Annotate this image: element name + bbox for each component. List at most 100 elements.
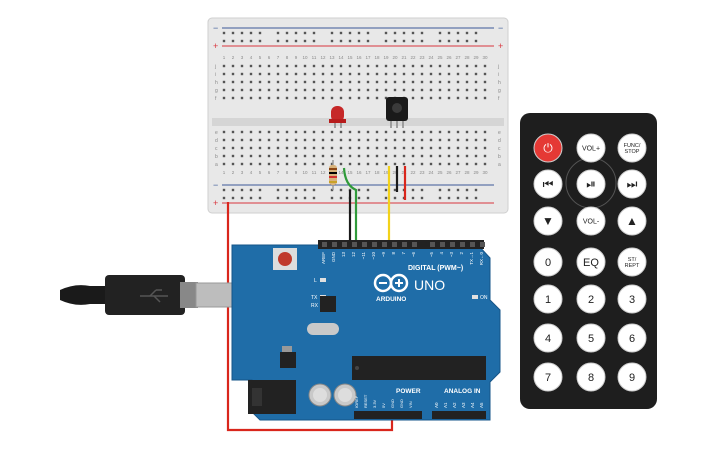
header-pin[interactable] [382, 242, 387, 247]
breadboard-hole[interactable] [294, 130, 298, 134]
breadboard-hole[interactable] [348, 146, 352, 150]
rail-hole[interactable] [420, 196, 424, 200]
breadboard-hole[interactable] [312, 96, 316, 100]
breadboard-hole[interactable] [411, 96, 415, 100]
breadboard-hole[interactable] [465, 146, 469, 150]
breadboard-hole[interactable] [294, 154, 298, 158]
breadboard-hole[interactable] [456, 72, 460, 76]
breadboard-hole[interactable] [285, 96, 289, 100]
breadboard-hole[interactable] [276, 162, 280, 166]
breadboard-hole[interactable] [285, 88, 289, 92]
breadboard-hole[interactable] [465, 154, 469, 158]
breadboard-hole[interactable] [438, 138, 442, 142]
header-pin[interactable] [322, 242, 327, 247]
breadboard-hole[interactable] [321, 64, 325, 68]
breadboard-hole[interactable] [420, 96, 424, 100]
rail-hole[interactable] [384, 31, 388, 35]
rail-hole[interactable] [357, 188, 361, 192]
breadboard-hole[interactable] [447, 154, 451, 158]
rail-hole[interactable] [384, 188, 388, 192]
breadboard-hole[interactable] [465, 72, 469, 76]
breadboard-hole[interactable] [240, 72, 244, 76]
breadboard-hole[interactable] [312, 64, 316, 68]
resistor[interactable] [329, 160, 337, 190]
rail-hole[interactable] [222, 39, 226, 43]
breadboard-hole[interactable] [357, 88, 361, 92]
breadboard-hole[interactable] [447, 146, 451, 150]
breadboard-hole[interactable] [258, 80, 262, 84]
breadboard-hole[interactable] [429, 130, 433, 134]
breadboard-hole[interactable] [231, 96, 235, 100]
breadboard-hole[interactable] [366, 138, 370, 142]
breadboard-hole[interactable] [231, 80, 235, 84]
breadboard-hole[interactable] [420, 130, 424, 134]
breadboard-hole[interactable] [474, 96, 478, 100]
rail-hole[interactable] [384, 39, 388, 43]
down-button[interactable]: ▼ [533, 206, 563, 236]
breadboard-hole[interactable] [339, 72, 343, 76]
header-pin[interactable] [480, 242, 485, 247]
rail-hole[interactable] [276, 31, 280, 35]
breadboard-hole[interactable] [402, 88, 406, 92]
rail-hole[interactable] [393, 188, 397, 192]
rail-hole[interactable] [303, 196, 307, 200]
rail-hole[interactable] [357, 31, 361, 35]
breadboard-hole[interactable] [411, 130, 415, 134]
rail-hole[interactable] [249, 39, 253, 43]
breadboard-hole[interactable] [384, 146, 388, 150]
rail-hole[interactable] [456, 39, 460, 43]
breadboard-hole[interactable] [258, 138, 262, 142]
breadboard-hole[interactable] [465, 96, 469, 100]
header-pin[interactable] [440, 242, 445, 247]
breadboard-hole[interactable] [375, 88, 379, 92]
breadboard-hole[interactable] [303, 80, 307, 84]
rail-hole[interactable] [411, 196, 415, 200]
breadboard-hole[interactable] [384, 80, 388, 84]
rail-hole[interactable] [474, 39, 478, 43]
breadboard-hole[interactable] [294, 146, 298, 150]
breadboard-hole[interactable] [375, 96, 379, 100]
breadboard-hole[interactable] [447, 64, 451, 68]
breadboard-hole[interactable] [258, 64, 262, 68]
breadboard-hole[interactable] [357, 72, 361, 76]
breadboard-hole[interactable] [222, 88, 226, 92]
breadboard-hole[interactable] [411, 88, 415, 92]
breadboard-hole[interactable] [474, 88, 478, 92]
breadboard-hole[interactable] [348, 130, 352, 134]
breadboard-hole[interactable] [384, 154, 388, 158]
rail-hole[interactable] [474, 31, 478, 35]
breadboard-hole[interactable] [276, 146, 280, 150]
rail-hole[interactable] [258, 39, 262, 43]
breadboard-hole[interactable] [321, 154, 325, 158]
breadboard-hole[interactable] [438, 162, 442, 166]
breadboard-hole[interactable] [276, 96, 280, 100]
breadboard-hole[interactable] [483, 146, 487, 150]
breadboard-hole[interactable] [294, 96, 298, 100]
rail-hole[interactable] [474, 196, 478, 200]
breadboard-hole[interactable] [240, 162, 244, 166]
header-pin[interactable] [352, 242, 357, 247]
zero-button[interactable]: 0 [533, 247, 563, 277]
breadboard-hole[interactable] [303, 154, 307, 158]
breadboard-hole[interactable] [402, 146, 406, 150]
breadboard-hole[interactable] [366, 130, 370, 134]
breadboard-hole[interactable] [411, 138, 415, 142]
rail-hole[interactable] [312, 31, 316, 35]
breadboard-hole[interactable] [321, 130, 325, 134]
breadboard-hole[interactable] [267, 162, 271, 166]
breadboard-hole[interactable] [366, 64, 370, 68]
breadboard-hole[interactable] [321, 96, 325, 100]
breadboard-hole[interactable] [276, 80, 280, 84]
three-button[interactable]: 3 [617, 284, 647, 314]
breadboard-hole[interactable] [348, 88, 352, 92]
rail-hole[interactable] [231, 196, 235, 200]
rail-hole[interactable] [240, 31, 244, 35]
rail-hole[interactable] [348, 39, 352, 43]
breadboard-hole[interactable] [303, 64, 307, 68]
breadboard-hole[interactable] [438, 146, 442, 150]
header-pin[interactable] [372, 242, 377, 247]
up-button[interactable]: ▲ [617, 206, 647, 236]
power-button[interactable]: ⏻ [533, 133, 563, 163]
breadboard-hole[interactable] [483, 64, 487, 68]
header-pin[interactable] [460, 242, 465, 247]
